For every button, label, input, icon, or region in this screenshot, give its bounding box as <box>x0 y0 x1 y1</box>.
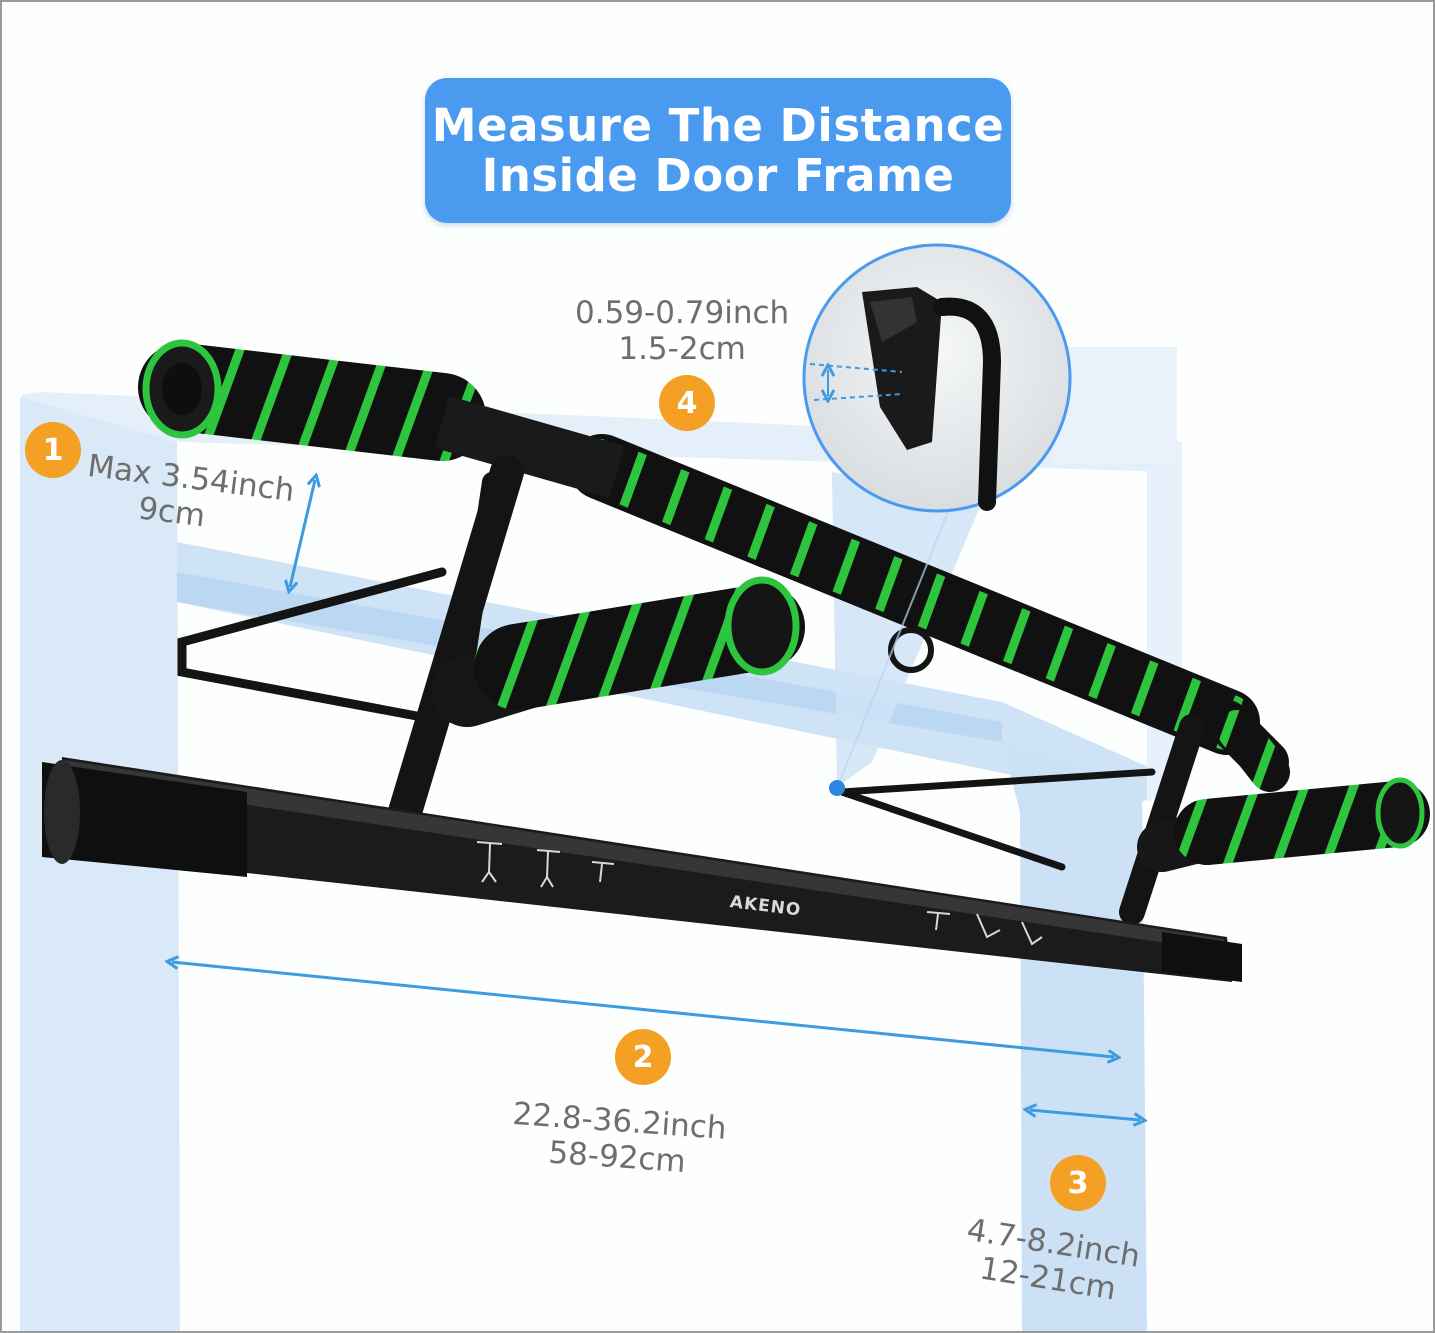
exercise-figure-icon <box>476 841 1043 946</box>
measure-arrow-2 <box>172 962 1114 1057</box>
step-badge-3: 3 <box>1050 1155 1106 1211</box>
step-badge-1: 1 <box>25 422 81 478</box>
step-badge-2: 2 <box>615 1029 671 1085</box>
upper-left-grip <box>138 339 625 498</box>
callout-anchor-dot <box>829 780 845 796</box>
zoom-detail-circle <box>802 243 1072 513</box>
front-right-grip <box>1137 777 1430 872</box>
measure-arrow-3 <box>1030 1110 1140 1120</box>
front-left-grip <box>432 576 805 727</box>
main-bar <box>42 757 1242 982</box>
measurement-4-cm: 1.5-2cm <box>618 331 746 367</box>
title-line-2: Inside Door Frame <box>481 148 955 202</box>
step-badge-4: 4 <box>659 375 715 431</box>
title-line-1: Measure The Distance <box>431 98 1005 152</box>
measurement-2: 22.8-36.2inch 58-92cm <box>509 1096 727 1183</box>
measurement-4: 0.59-0.79inch 1.5-2cm <box>575 295 789 367</box>
measurement-4-inch: 0.59-0.79inch <box>575 295 790 331</box>
title-banner: Measure The Distance Inside Door Frame <box>425 78 1011 223</box>
measure-arrow-1 <box>290 480 315 587</box>
